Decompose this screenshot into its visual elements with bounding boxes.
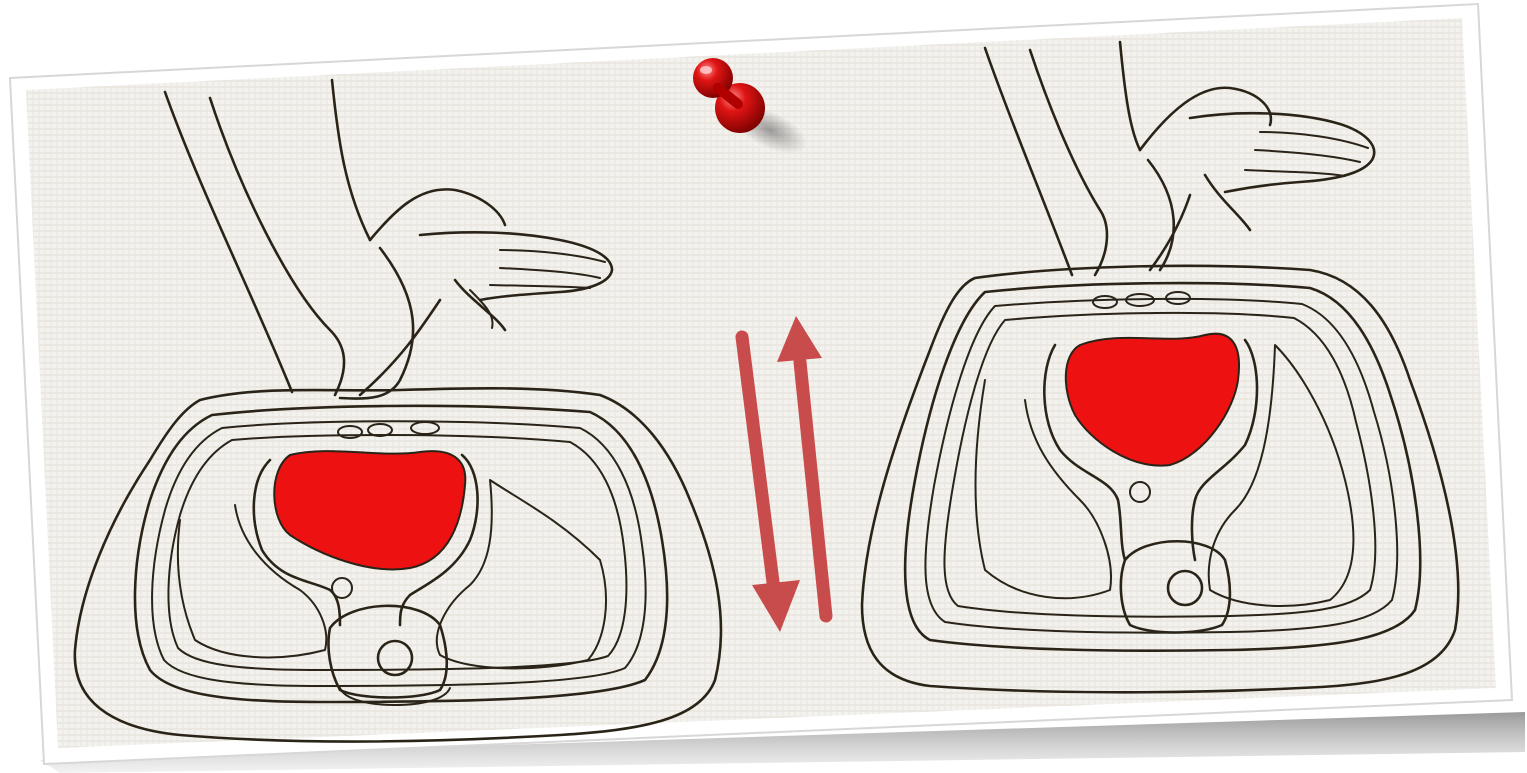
cpr-chest-compression-diagram [0, 0, 1527, 773]
